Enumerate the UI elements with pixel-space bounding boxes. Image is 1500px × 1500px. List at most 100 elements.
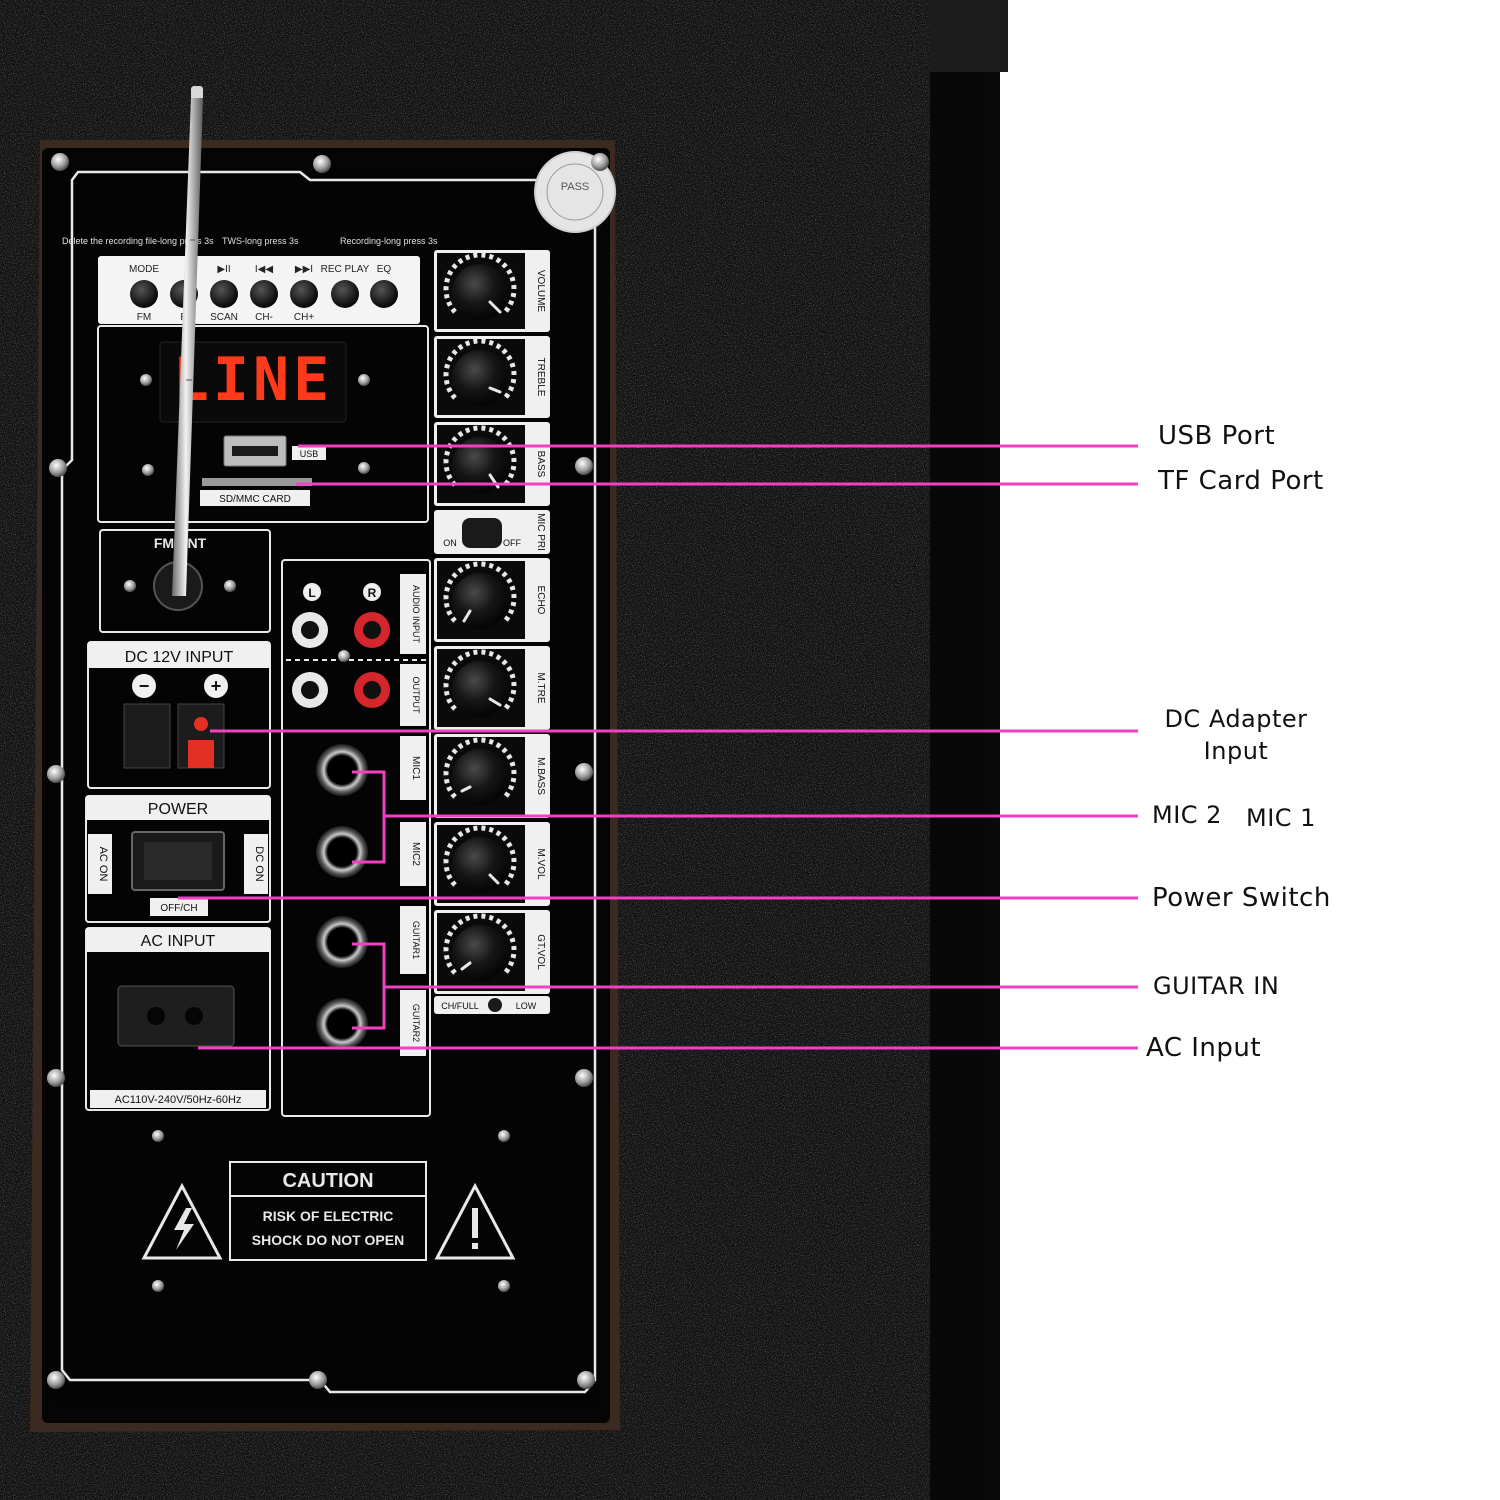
mic-bass-knob[interactable] bbox=[452, 749, 508, 805]
mic2-callout: MIC 2 bbox=[1152, 801, 1222, 829]
mic-pri-on-label: ON bbox=[443, 538, 457, 548]
rca-right-label: R bbox=[368, 586, 377, 600]
fm-antenna-rod bbox=[172, 86, 203, 596]
ac-input-box: AC INPUT AC110V-240V/50Hz-60Hz bbox=[85, 927, 271, 1111]
guitar-in-callout: GUITAR IN bbox=[1153, 972, 1280, 1000]
button-label-ch-minus: CH- bbox=[255, 312, 273, 323]
dc-plus-terminal[interactable] bbox=[188, 740, 214, 768]
led-display-text: LINE bbox=[173, 345, 334, 415]
m-tre-label: M.TRE bbox=[535, 672, 546, 703]
off-ch-label: OFF/CH bbox=[160, 903, 197, 914]
guitar2-label: GUITAR2 bbox=[411, 1004, 421, 1042]
caution-line-1: RISK OF ELECTRIC bbox=[263, 1208, 394, 1224]
guitar1-jack[interactable] bbox=[316, 916, 368, 968]
mode-button[interactable] bbox=[130, 280, 158, 308]
next-button[interactable] bbox=[290, 280, 318, 308]
pass-sticker: PASS bbox=[534, 151, 616, 233]
output-label: OUTPUT bbox=[411, 677, 421, 715]
dc-adapter-callout-line2: Input bbox=[1203, 737, 1269, 765]
dc-minus-sign: − bbox=[139, 676, 150, 696]
button-label-next: ▶▶I bbox=[295, 264, 313, 275]
electric-shock-warning-icon bbox=[141, 1182, 223, 1260]
ac-input-callout: AC Input bbox=[1146, 1033, 1262, 1063]
mic-treble-knob[interactable] bbox=[452, 661, 508, 717]
ch-full-low-switch[interactable] bbox=[488, 998, 502, 1012]
mic-pri-off-label: OFF bbox=[503, 538, 521, 548]
play-pause-button[interactable] bbox=[210, 280, 238, 308]
power-switch-callout: Power Switch bbox=[1152, 883, 1331, 913]
rca-left-label: L bbox=[308, 586, 315, 600]
guitar1-label: GUITAR1 bbox=[411, 921, 421, 959]
note-tws: TWS-long press 3s bbox=[222, 236, 299, 246]
button-label-mode: MODE bbox=[129, 264, 159, 275]
panel-screws bbox=[47, 153, 609, 1389]
mic-pri-label: MIC PRI bbox=[535, 513, 546, 551]
mic1-jack[interactable] bbox=[316, 744, 368, 796]
button-label-play-pause: ▶II bbox=[217, 264, 230, 275]
knob-column: VOLUME TREBLE BASS MIC PRI ECHO M.TRE M.… bbox=[434, 250, 550, 1014]
dc-adapter-callout-line1: DC Adapter bbox=[1164, 705, 1308, 733]
button-label-eq: EQ bbox=[377, 264, 392, 275]
power-box: POWER AC ON DC ON OFF/CH bbox=[85, 795, 271, 923]
gt-vol-label: GT.VOL bbox=[535, 934, 546, 970]
tf-card-port-callout: TF Card Port bbox=[1158, 466, 1324, 496]
power-label: POWER bbox=[148, 801, 208, 818]
sd-card-slot[interactable] bbox=[202, 478, 312, 486]
usb-label: USB bbox=[300, 449, 319, 459]
dc-input-label: DC 12V INPUT bbox=[125, 649, 234, 666]
pass-sticker-text: PASS bbox=[561, 181, 590, 193]
echo-knob[interactable] bbox=[452, 573, 508, 629]
audio-input-label: AUDIO INPUT bbox=[411, 585, 421, 644]
caution-title: CAUTION bbox=[282, 1170, 373, 1192]
rec-play-button[interactable] bbox=[331, 280, 359, 308]
mic-volume-knob[interactable] bbox=[452, 837, 508, 893]
callout-lines bbox=[178, 444, 1138, 1050]
mic2-jack[interactable] bbox=[316, 826, 368, 878]
bass-label: BASS bbox=[535, 451, 546, 478]
display-module: LINE USB SD/MMC CARD bbox=[97, 325, 429, 523]
dc-input-box: DC 12V INPUT − + bbox=[87, 641, 271, 789]
button-label-ch-plus: CH+ bbox=[294, 312, 314, 323]
mic2-label: MIC2 bbox=[410, 842, 421, 866]
cabinet-corner-cap bbox=[930, 0, 1008, 72]
low-label: LOW bbox=[516, 1001, 537, 1011]
button-label-prev: I◀◀ bbox=[255, 264, 273, 275]
treble-label: TREBLE bbox=[535, 358, 546, 397]
m-bass-label: M.BASS bbox=[535, 757, 546, 795]
exclamation-warning-icon bbox=[434, 1182, 516, 1260]
caution-warning: CAUTION RISK OF ELECTRIC SHOCK DO NOT OP… bbox=[141, 1161, 516, 1261]
guitar-volume-knob[interactable] bbox=[452, 925, 508, 981]
jack-column: L R AUDIO INPUT OUTPUT MIC1 MIC2 GUITAR1… bbox=[281, 559, 431, 1117]
guitar2-jack[interactable] bbox=[316, 998, 368, 1050]
dc-plus-sign: + bbox=[211, 676, 222, 696]
ac-input-socket[interactable] bbox=[117, 985, 235, 1047]
dc-minus-terminal[interactable] bbox=[123, 703, 171, 769]
button-label-rec-play: REC PLAY bbox=[321, 264, 370, 275]
caution-line-2: SHOCK DO NOT OPEN bbox=[252, 1232, 404, 1248]
ac-input-label: AC INPUT bbox=[141, 933, 216, 950]
mic1-callout: MIC 1 bbox=[1246, 804, 1316, 832]
ac-rating-label: AC110V-240V/50Hz-60Hz bbox=[115, 1094, 242, 1106]
ch-full-label: CH/FULL bbox=[441, 1001, 479, 1011]
mic-priority-switch[interactable] bbox=[462, 518, 502, 548]
usb-port-callout: USB Port bbox=[1158, 421, 1276, 451]
previous-button[interactable] bbox=[250, 280, 278, 308]
note-recording: Recording-long press 3s bbox=[340, 236, 438, 246]
eq-button[interactable] bbox=[370, 280, 398, 308]
ac-on-label: AC ON bbox=[97, 847, 109, 882]
media-button-strip: MODE ▶II I◀◀ ▶▶I REC PLAY EQ FM R SCAN C… bbox=[98, 256, 420, 324]
treble-knob[interactable] bbox=[452, 350, 508, 406]
sd-card-label: SD/MMC CARD bbox=[219, 494, 291, 505]
echo-label: ECHO bbox=[535, 586, 546, 615]
m-vol-label: M.VOL bbox=[535, 848, 546, 880]
mic1-label: MIC1 bbox=[410, 756, 421, 780]
button-label-scan: SCAN bbox=[210, 312, 238, 323]
note-delete-recording: Delete the recording file-long press 3s bbox=[62, 236, 214, 246]
cabinet-side-edge bbox=[930, 0, 985, 1500]
panel-outline bbox=[60, 170, 597, 1394]
dc-on-label: DC ON bbox=[253, 846, 265, 882]
volume-label: VOLUME bbox=[535, 270, 546, 313]
button-label-fm: FM bbox=[137, 312, 151, 323]
top-notes: Delete the recording file-long press 3s … bbox=[62, 236, 438, 246]
